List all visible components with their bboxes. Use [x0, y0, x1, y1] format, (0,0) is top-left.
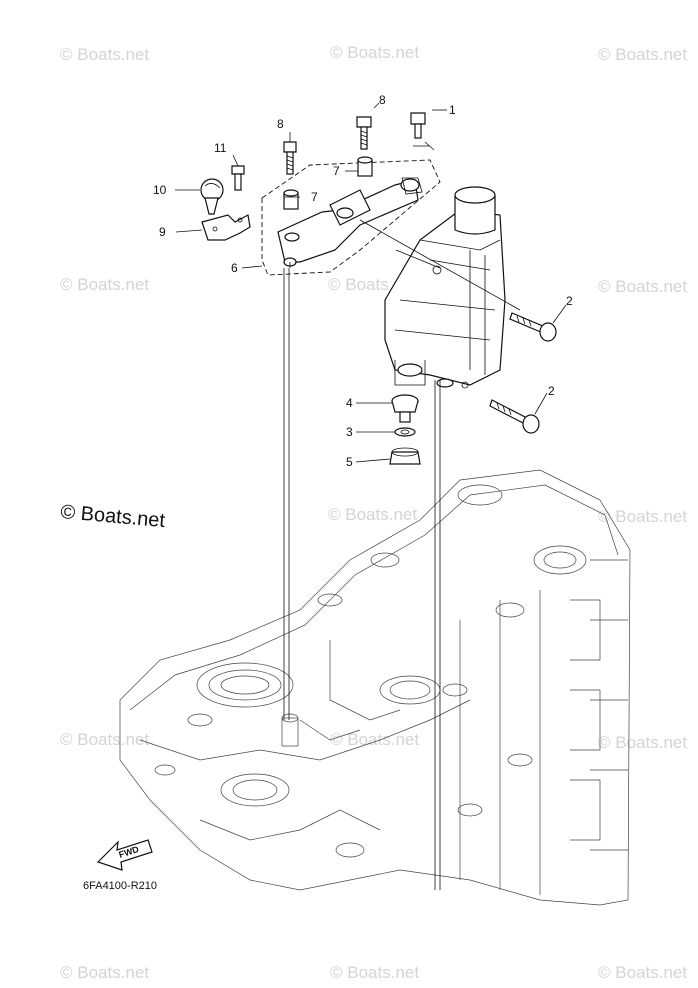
bolts	[283, 112, 435, 175]
callout-10: 10	[153, 183, 167, 197]
callout-3: 3	[346, 425, 353, 439]
callout-1: 1	[449, 103, 456, 117]
long-bolts	[489, 312, 557, 434]
watermark: © Boats.net	[598, 277, 687, 296]
watermark: © Boats.net	[328, 505, 417, 524]
pinion-parts	[389, 394, 421, 465]
callout-8: 8	[277, 117, 284, 131]
watermark: © Boats.net	[598, 507, 687, 526]
watermark: © Boats.net	[60, 963, 149, 982]
diagram-code: 6FA4100-R210	[83, 880, 157, 892]
leader-lines	[175, 102, 567, 463]
watermark: © Boats.net	[598, 733, 687, 752]
fwd-arrow-icon: FWD	[96, 839, 153, 871]
collars	[283, 156, 373, 210]
watermark: © Boats.net	[598, 45, 687, 64]
watermark: © Boats.net	[598, 963, 687, 982]
clamp-parts	[200, 165, 251, 241]
watermark: © Boats.net	[60, 45, 149, 64]
watermark: © Boats.net	[330, 43, 419, 62]
watermark: © Boats.net	[330, 730, 419, 749]
callout-9: 9	[159, 225, 166, 239]
watermark-layer: © Boats.net © Boats.net © Boats.net © Bo…	[60, 43, 687, 982]
callout-5: 5	[346, 455, 353, 469]
callout-7: 7	[333, 164, 340, 178]
callout-2: 2	[548, 384, 555, 398]
reference-lines	[283, 219, 521, 890]
callout-6: 6	[231, 261, 238, 275]
callout-4: 4	[346, 396, 353, 410]
main-watermark: © Boats.net	[60, 501, 167, 532]
starter-motor	[384, 186, 506, 389]
callout-2: 2	[566, 294, 573, 308]
callout-7: 7	[311, 190, 318, 204]
callout-8: 8	[379, 93, 386, 107]
watermark: © Boats.net	[60, 275, 149, 294]
watermark: © Boats.net	[60, 730, 149, 749]
bracket-assembly	[261, 159, 441, 276]
engine-block	[119, 469, 631, 906]
callout-labels: 1 2 2 3 4 5 6 7 7 8 8 9 10 11	[153, 93, 573, 469]
callout-11: 11	[214, 141, 227, 155]
watermark: © Boats.net	[330, 963, 419, 982]
